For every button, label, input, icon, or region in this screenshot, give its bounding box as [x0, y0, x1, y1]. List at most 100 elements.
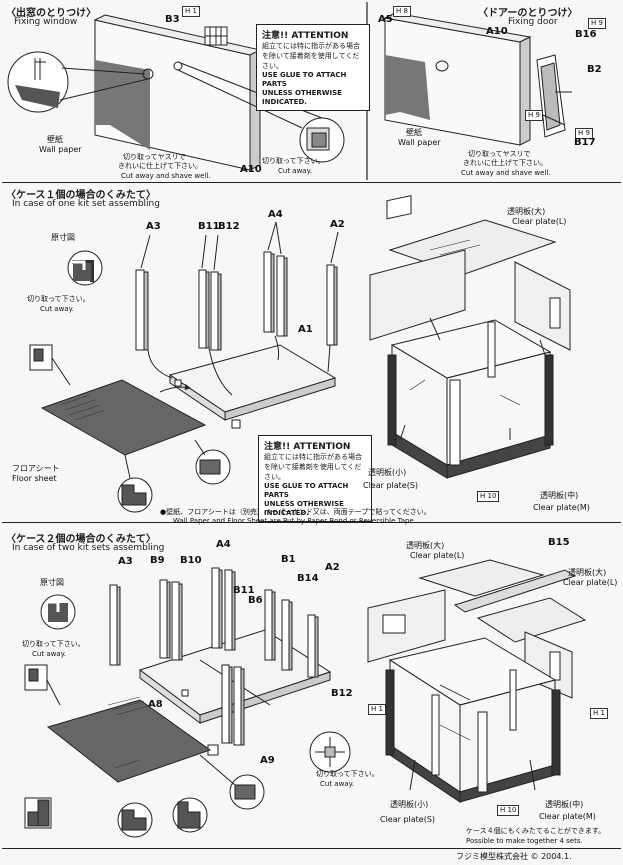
part-label-b15: B15	[548, 537, 570, 548]
section-divider-1	[2, 182, 621, 183]
one-kit-title-en: In case of one kit set assembling	[12, 199, 160, 209]
attention-en-line-2: UNLESS OTHERWISE INDICATED.	[262, 89, 342, 106]
part-label-h1: H 1	[182, 6, 200, 17]
one-kit-assembly	[29, 221, 339, 513]
part-label-b11-two: B11	[233, 585, 255, 596]
part-label-b17: B17	[574, 137, 596, 148]
one-kit-case	[369, 195, 571, 479]
part-label-b14: B14	[297, 573, 319, 584]
attention-jp-mid-2: を除いて接着剤を使用してくだ	[264, 463, 362, 471]
cut-away-jp-small: 切り取って下さい。	[316, 770, 379, 778]
part-label-a4-one: A4	[268, 209, 283, 220]
four-sets-note-jp: ケース４個にもくみたてることができます。	[466, 827, 606, 835]
cut-shave-en-right: Cut away and shave well.	[461, 169, 551, 177]
attention-jp-line-3: さい。	[262, 62, 283, 70]
footer-copyright: フジミ模型株式会社 © 2004.1.	[456, 852, 572, 861]
part-label-h1-left: H 1	[368, 704, 386, 715]
part-label-h9-mid: H 9	[525, 110, 543, 121]
part-label-b12-two: B12	[331, 688, 353, 699]
part-label-h10-two: H 10	[497, 805, 520, 816]
two-kit-title-en: In case of two kit sets assembling	[12, 543, 165, 553]
wall-paper-en-left: Wall paper	[39, 145, 82, 154]
part-label-a5: A5	[378, 14, 393, 25]
attention-en-line-1: USE GLUE TO ATTACH PARTS	[262, 71, 347, 88]
part-label-b1: B1	[281, 554, 296, 565]
clear-small-jp-two: 透明板(小)	[390, 800, 429, 809]
cut-shave-jp-left-1: 切り取ってヤスリで	[123, 153, 186, 161]
cut-away-jp-two: 切り取って下さい。	[22, 640, 85, 648]
cut-away-en-top: Cut away.	[278, 167, 312, 175]
part-label-h9-bottom: H 9	[575, 128, 593, 139]
part-label-a10-right: A10	[486, 26, 508, 37]
part-label-h8: H 8	[393, 6, 411, 17]
part-label-h9-top: H 9	[588, 18, 606, 29]
part-label-b6: B6	[248, 595, 263, 606]
cut-away-en-one: Cut away.	[40, 305, 74, 313]
window-fixing-diagram	[7, 14, 345, 171]
part-label-a10-left: A10	[240, 164, 262, 175]
cut-shave-en-left: Cut away and shave well.	[121, 172, 211, 180]
window-section-title-jp: 〈出窓のとりつけ〉	[6, 8, 97, 19]
wall-paper-en-right: Wall paper	[398, 138, 441, 147]
part-label-a3-one: A3	[146, 221, 161, 232]
part-label-a2-one: A2	[330, 219, 345, 230]
attention-heading-top: 注意!! ATTENTION	[262, 31, 349, 41]
one-kit-title-jp: 〈ケース１個の場合のくみたて〉	[6, 190, 156, 201]
part-label-b16: B16	[575, 29, 597, 40]
door-section-title-jp: 〈ドアーのとりつけ〉	[478, 8, 578, 19]
attention-jp-line-2: を除いて接着剤を使用してくだ	[262, 52, 360, 60]
attention-box-middle: 注意!! ATTENTION 組立てには特に指示がある場合 を除いて接着剤を使用…	[258, 435, 372, 522]
part-label-a3-two: A3	[118, 556, 133, 567]
four-sets-note-en: Possible to make together 4 sets.	[466, 837, 583, 845]
floor-sheet-en-one: Floor sheet	[12, 474, 57, 483]
clear-mid-jp-two: 透明板(中)	[545, 800, 584, 809]
part-label-a8: A8	[148, 699, 163, 710]
cut-away-jp-top: 切り取って下さい。	[262, 157, 325, 165]
part-label-h1-right: H 1	[590, 708, 608, 719]
part-label-b3: B3	[165, 14, 180, 25]
clear-large-jp-two-left: 透明板(大)	[406, 541, 445, 550]
two-kit-title-jp: 〈ケース２個の場合のくみたて〉	[6, 534, 156, 545]
part-label-b2: B2	[587, 64, 602, 75]
cut-away-jp-one: 切り取って下さい。	[27, 295, 90, 303]
door-section-title-en: Fixing door	[508, 17, 558, 27]
part-label-a2-two: A2	[325, 562, 340, 573]
attention-jp-line-1: 組立てには特に指示がある場合	[262, 42, 360, 50]
part-label-b9: B9	[150, 555, 165, 566]
attention-jp-mid-3: さい。	[264, 473, 285, 481]
clear-large-en-one: Clear plate(L)	[512, 217, 567, 226]
cut-shave-jp-right-1: 切り取ってヤスリで	[468, 150, 531, 158]
clear-small-en-two: Clear plate(S)	[380, 815, 436, 824]
genzun-label-two: 原寸図	[40, 578, 64, 587]
part-label-b12-one: B12	[218, 221, 240, 232]
section-divider-2	[2, 522, 621, 523]
door-fixing-diagram	[383, 12, 572, 146]
clear-large-en-two-right: Clear plate(L)	[563, 578, 618, 587]
part-label-a9: A9	[260, 755, 275, 766]
two-kit-case	[367, 559, 587, 803]
attention-heading-mid: 注意!! ATTENTION	[264, 442, 351, 452]
clear-mid-jp-one: 透明板(中)	[540, 491, 579, 500]
floor-sheet-jp-one: フロアシート	[12, 464, 60, 473]
part-label-b10: B10	[180, 555, 202, 566]
attention-jp-mid-1: 組立てには特に指示がある場合	[264, 453, 362, 461]
clear-mid-en-one: Clear plate(M)	[533, 503, 590, 512]
attention-en-mid-1: USE GLUE TO ATTACH PARTS	[264, 482, 349, 499]
cut-away-en-two: Cut away.	[32, 650, 66, 658]
wall-paper-jp-right: 壁紙	[406, 128, 422, 137]
glue-note-en: Wall Paper and Floor Sheet are Put by Pa…	[173, 517, 416, 525]
attention-box-top: 注意!! ATTENTION 組立てには特に指示がある場合 を除いて接着剤を使用…	[256, 24, 370, 111]
cut-away-en-small: Cut away.	[320, 780, 354, 788]
two-kit-assembly	[24, 567, 351, 838]
part-label-a1: A1	[298, 324, 313, 335]
genzun-label-one: 原寸図	[51, 233, 75, 242]
clear-large-jp-two-right: 透明板(大)	[568, 568, 607, 577]
part-label-b11-one: B11	[198, 221, 220, 232]
window-section-title-en: Fixing window	[14, 17, 78, 27]
clear-small-jp-one: 透明板(小)	[368, 468, 407, 477]
cut-shave-jp-right-2: きれいに仕上げて下さい。	[463, 159, 547, 167]
wall-paper-jp-left: 壁紙	[47, 135, 63, 144]
cut-shave-jp-left-2: きれいに仕上げて下さい。	[118, 162, 202, 170]
